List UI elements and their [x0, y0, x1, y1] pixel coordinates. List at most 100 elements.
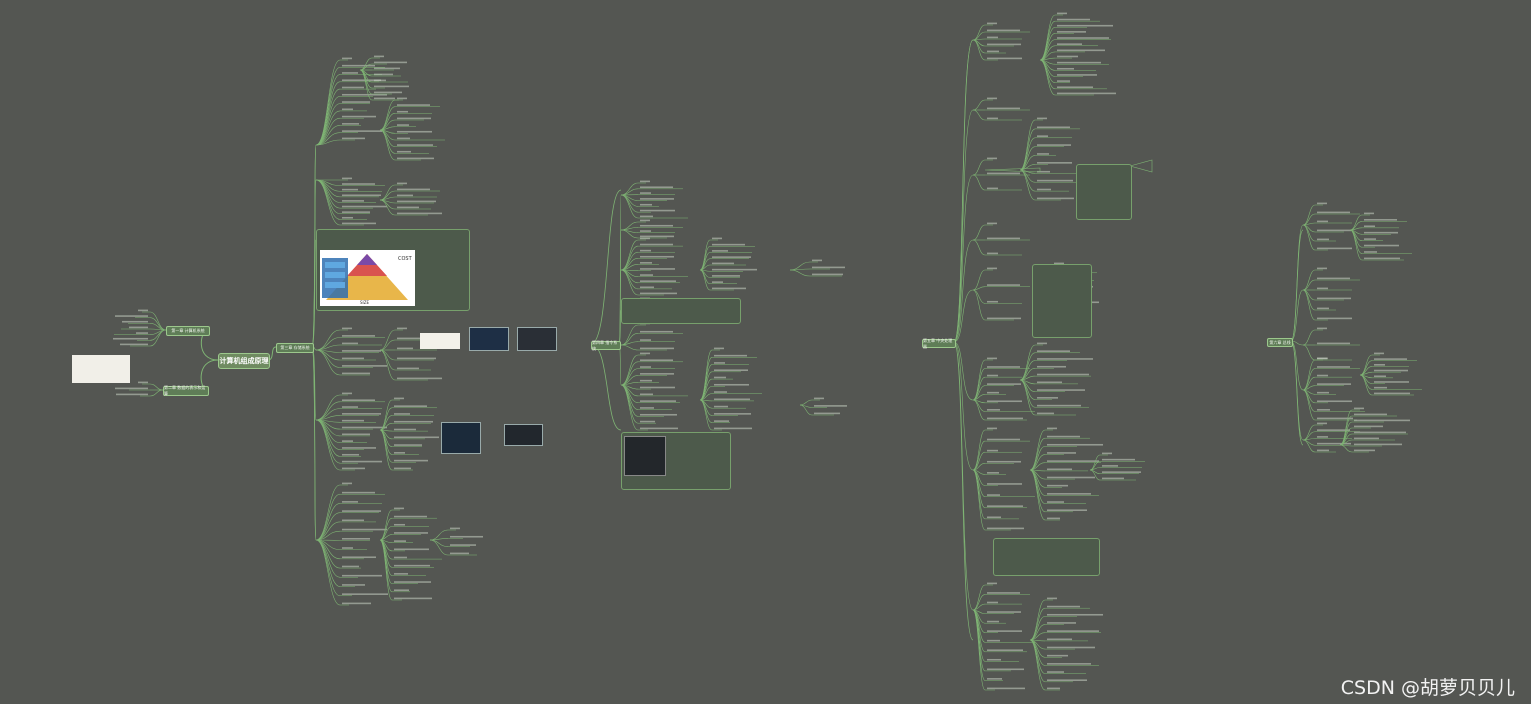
branch-chapter-3[interactable]: 第三章 存储系统 — [276, 343, 314, 353]
connector — [620, 194, 639, 207]
leaf-text-line — [1037, 170, 1050, 173]
leaf-text-line — [394, 413, 410, 415]
connector — [620, 227, 639, 231]
connector — [972, 289, 986, 321]
connector — [379, 329, 396, 351]
leaf-text-line — [397, 357, 436, 360]
leaf-text-line — [640, 249, 651, 252]
branch-label: 第一章 计算机系统 — [171, 328, 205, 333]
leaf-text-line — [714, 354, 747, 357]
connector — [1029, 607, 1046, 641]
connector — [953, 341, 974, 641]
leaf-text-line — [394, 532, 428, 534]
connector — [315, 110, 341, 146]
leaf-text-line — [342, 460, 382, 463]
connector — [789, 269, 811, 277]
connector — [311, 346, 317, 541]
leaf-text-line — [342, 565, 359, 568]
connector — [1302, 424, 1316, 441]
leaf-text-line — [342, 64, 375, 67]
connector — [620, 269, 639, 296]
leaf-text-line — [1047, 687, 1060, 690]
leaf-text-line — [1317, 383, 1351, 385]
connector — [315, 139, 341, 146]
connector — [315, 539, 341, 606]
leaf-text-line — [1047, 460, 1099, 462]
branch-chapter-2[interactable]: 第二章 数据的表示和运算 — [163, 385, 209, 396]
leaf-text-line — [640, 280, 676, 282]
leaf-text-line — [397, 124, 409, 126]
leaf-text-line — [640, 203, 652, 206]
connector — [620, 384, 639, 417]
leaf-text-line — [122, 320, 148, 323]
connector — [1128, 159, 1153, 173]
connector — [1039, 59, 1056, 96]
leaf-text-line — [640, 230, 651, 232]
leaf-text-line — [342, 115, 376, 118]
leaf-text-line — [450, 527, 460, 530]
connector — [315, 125, 341, 146]
leaf-text-line — [342, 556, 376, 559]
leaf-text-line — [1057, 92, 1116, 95]
connector — [149, 311, 167, 331]
leaf-text-line — [1354, 449, 1375, 452]
leaf-text-line — [129, 326, 148, 329]
leaf-text-line — [814, 412, 840, 415]
leaf-text-line — [640, 192, 651, 194]
connector — [1029, 469, 1046, 521]
branch-label: 第六章 总线 — [1269, 339, 1291, 345]
branch-chapter-4[interactable]: 第四章 指令系统 — [591, 340, 621, 351]
connector — [972, 39, 986, 61]
leaf-text-line — [987, 668, 1024, 671]
leaf-text-line — [342, 86, 364, 89]
branch-chapter-6[interactable]: 第六章 总线 — [1267, 338, 1293, 347]
leaf-text-line — [987, 658, 1001, 661]
connector — [972, 584, 986, 611]
leaf-text-line — [342, 211, 370, 213]
connector — [379, 349, 396, 371]
leaf-text-line — [712, 243, 745, 246]
connector — [315, 503, 341, 541]
leaf-text-line — [1317, 436, 1328, 438]
pyramid-size-label: SIZE — [360, 300, 369, 305]
memory-screenshot-2 — [517, 327, 557, 351]
branch-label: 第三章 存储系统 — [280, 345, 310, 350]
leaf-text-line — [342, 537, 370, 540]
leaf-text-line — [1057, 24, 1113, 27]
connector — [315, 539, 341, 597]
watermark: CSDN @胡萝贝贝儿 — [1340, 677, 1515, 699]
leaf-text-line — [987, 57, 1022, 60]
leaf-text-line — [987, 22, 997, 25]
leaf-text-line — [987, 50, 999, 53]
branch-chapter-1[interactable]: 第一章 计算机系统 — [166, 326, 210, 336]
leaf-text-line — [1354, 425, 1383, 428]
leaf-text-line — [1317, 238, 1329, 241]
leaf-text-line — [342, 426, 387, 429]
leaf-text-line — [394, 540, 406, 542]
leaf-text-line — [1364, 212, 1374, 215]
leaf-text-line — [640, 427, 678, 430]
connector — [429, 539, 449, 556]
branch-chapter-5[interactable]: 第五章 中央处理器 — [922, 337, 956, 349]
connector — [972, 368, 986, 401]
root-node[interactable]: 计算机组成原理 — [218, 353, 270, 369]
leaf-text-line — [397, 327, 407, 330]
connector — [379, 199, 396, 216]
leaf-text-line — [342, 205, 387, 208]
leaf-text-line — [1354, 413, 1387, 416]
leaf-text-line — [714, 427, 752, 430]
connector — [149, 389, 164, 397]
connector — [315, 512, 341, 541]
leaf-text-line — [1364, 238, 1376, 240]
connector — [699, 269, 711, 291]
leaf-text-line — [1317, 220, 1328, 223]
leaf-text-line — [394, 515, 427, 518]
leaf-text-line — [342, 222, 376, 225]
leaf-text-line — [394, 452, 405, 454]
branch-label: 第五章 中央处理器 — [923, 337, 953, 349]
leaf-text-line — [987, 687, 1025, 690]
leaf-text-line — [1102, 458, 1135, 461]
leaf-text-line — [987, 516, 1001, 519]
leaf-text-line — [342, 130, 382, 132]
connector — [379, 399, 393, 431]
